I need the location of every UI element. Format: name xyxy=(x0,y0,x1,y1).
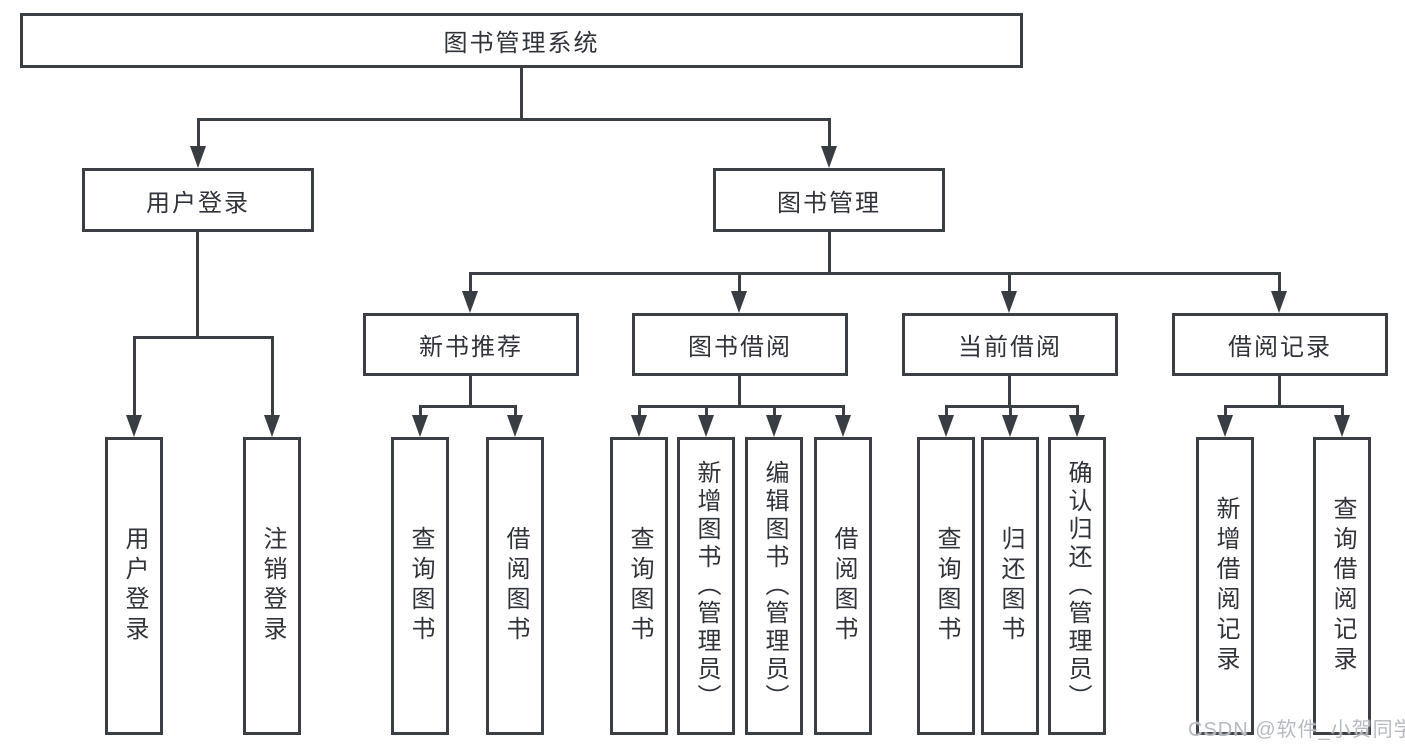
arrow-down-icon xyxy=(1217,415,1233,437)
leaf-label: 借阅图书 xyxy=(830,526,857,646)
connector-root-branch xyxy=(197,118,831,121)
node-root: 图书管理系统 xyxy=(20,13,1023,68)
connector-drop-leaf xyxy=(271,336,274,417)
connector-drop-level3 xyxy=(1278,272,1281,293)
connector-drop-book-mgmt xyxy=(828,118,831,148)
connector-drop-user-login xyxy=(197,118,200,148)
connector-borrow-stem xyxy=(738,374,741,405)
leaf-label: 新增图书（管理员） xyxy=(693,460,720,712)
leaf-label: 查询图书 xyxy=(407,526,434,646)
arrow-down-icon xyxy=(821,146,837,168)
arrow-down-icon xyxy=(1271,291,1287,313)
connector-bookmgmt-stem xyxy=(828,230,831,274)
leaf-add-borrow-record: 新增借阅记录 xyxy=(1196,437,1254,735)
connector-drop-leaf xyxy=(419,405,422,417)
connector-current-branch xyxy=(945,405,1079,408)
node-label: 图书借阅 xyxy=(688,334,792,361)
csdn-watermark: CSDN @软件_小贺同学 xyxy=(1188,719,1405,741)
node-book-management: 图书管理 xyxy=(713,168,945,232)
leaf-label: 查询图书 xyxy=(933,526,960,646)
arrow-down-icon xyxy=(126,415,142,437)
leaf-label: 确认归还（管理员） xyxy=(1064,460,1091,712)
arrow-down-icon xyxy=(631,415,647,437)
connector-drop-leaf xyxy=(638,405,641,417)
connector-drop-leaf xyxy=(1341,405,1344,417)
connector-drop-leaf xyxy=(1224,405,1227,417)
leaf-return-books: 归还图书 xyxy=(981,437,1039,735)
node-new-book-recommend: 新书推荐 xyxy=(363,313,579,376)
leaf-query-books-1: 查询图书 xyxy=(391,437,449,735)
connector-userlogin-branch xyxy=(133,336,274,339)
node-current-borrow: 当前借阅 xyxy=(902,313,1118,376)
leaf-borrow-books-2: 借阅图书 xyxy=(814,437,872,735)
arrow-down-icon xyxy=(766,415,782,437)
connector-borrow-branch xyxy=(638,405,845,408)
connector-drop-leaf xyxy=(133,336,136,417)
leaf-label: 查询图书 xyxy=(626,526,653,646)
leaf-add-books-admin: 新增图书（管理员） xyxy=(677,437,735,735)
node-borrow-records: 借阅记录 xyxy=(1172,313,1388,376)
leaf-label: 借阅图书 xyxy=(502,526,529,646)
arrow-down-icon xyxy=(264,415,280,437)
connector-drop-leaf xyxy=(945,405,948,417)
node-label: 图书管理 xyxy=(777,189,881,217)
arrow-down-icon xyxy=(835,415,851,437)
arrow-down-icon xyxy=(731,291,747,313)
leaf-label: 查询借阅记录 xyxy=(1329,496,1356,676)
arrow-down-icon xyxy=(1001,291,1017,313)
leaf-confirm-return-admin: 确认归还（管理员） xyxy=(1048,437,1106,735)
connector-newbooks-stem xyxy=(469,374,472,405)
connector-drop-leaf xyxy=(705,405,708,417)
connector-drop-leaf xyxy=(842,405,845,417)
node-label: 当前借阅 xyxy=(958,334,1062,361)
node-label: 新书推荐 xyxy=(419,334,523,361)
leaf-label: 用户登录 xyxy=(121,526,148,646)
node-root-label: 图书管理系统 xyxy=(443,30,600,57)
arrow-down-icon xyxy=(462,291,478,313)
arrow-down-icon xyxy=(190,146,206,168)
connector-userlogin-stem xyxy=(196,230,199,338)
leaf-label: 编辑图书（管理员） xyxy=(761,460,788,712)
arrow-down-icon xyxy=(698,415,714,437)
arrow-down-icon xyxy=(938,415,954,437)
leaf-edit-books-admin: 编辑图书（管理员） xyxy=(745,437,803,735)
connector-root-stem xyxy=(520,66,523,118)
connector-bookmgmt-branch xyxy=(469,272,1281,275)
arrow-down-icon xyxy=(1069,415,1085,437)
connector-drop-leaf xyxy=(773,405,776,417)
connector-drop-leaf xyxy=(1009,405,1012,417)
node-user-login: 用户登录 xyxy=(82,168,314,232)
connector-records-stem xyxy=(1278,374,1281,406)
leaf-label: 注销登录 xyxy=(259,526,286,646)
leaf-query-books-3: 查询图书 xyxy=(917,437,975,735)
leaf-query-books-2: 查询图书 xyxy=(610,437,668,735)
connector-drop-level3 xyxy=(469,272,472,293)
arrow-down-icon xyxy=(412,415,428,437)
connector-drop-leaf xyxy=(514,405,517,417)
arrow-down-icon xyxy=(1334,415,1350,437)
node-label: 借阅记录 xyxy=(1228,334,1332,361)
leaf-logout: 注销登录 xyxy=(243,437,301,735)
node-book-borrow: 图书借阅 xyxy=(632,313,848,376)
arrow-down-icon xyxy=(1002,415,1018,437)
leaf-query-borrow-record: 查询借阅记录 xyxy=(1313,437,1371,735)
connector-newbooks-branch xyxy=(419,405,517,408)
leaf-label: 归还图书 xyxy=(997,526,1024,646)
connector-records-branch xyxy=(1224,405,1344,408)
connector-current-stem xyxy=(1008,374,1011,405)
leaf-user-login: 用户登录 xyxy=(105,437,163,735)
connector-drop-level3 xyxy=(738,272,741,293)
node-label: 用户登录 xyxy=(146,189,250,217)
leaf-borrow-books-1: 借阅图书 xyxy=(486,437,544,735)
connector-drop-level3 xyxy=(1008,272,1011,293)
arrow-down-icon xyxy=(507,415,523,437)
connector-drop-leaf xyxy=(1076,405,1079,417)
leaf-label: 新增借阅记录 xyxy=(1212,496,1239,676)
